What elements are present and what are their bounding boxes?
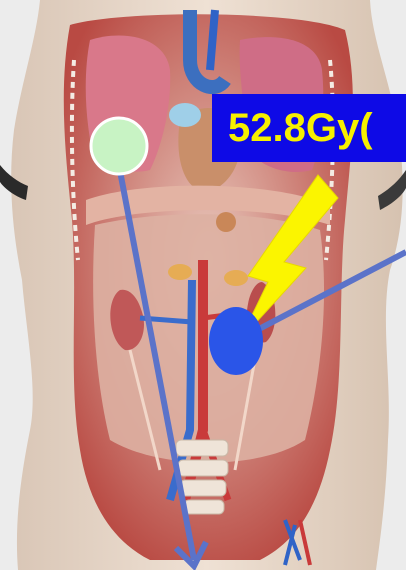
dose-label: 52.8Gy( bbox=[212, 94, 406, 162]
vena-cava-top bbox=[210, 10, 215, 70]
right-adrenal bbox=[224, 270, 248, 286]
left-adrenal bbox=[168, 264, 192, 280]
small-organ bbox=[216, 212, 236, 232]
dose-label-text: 52.8Gy( bbox=[228, 106, 373, 150]
tumor-marker bbox=[209, 307, 263, 375]
pulmonary-artery bbox=[169, 103, 201, 127]
lung-marker bbox=[91, 118, 147, 174]
